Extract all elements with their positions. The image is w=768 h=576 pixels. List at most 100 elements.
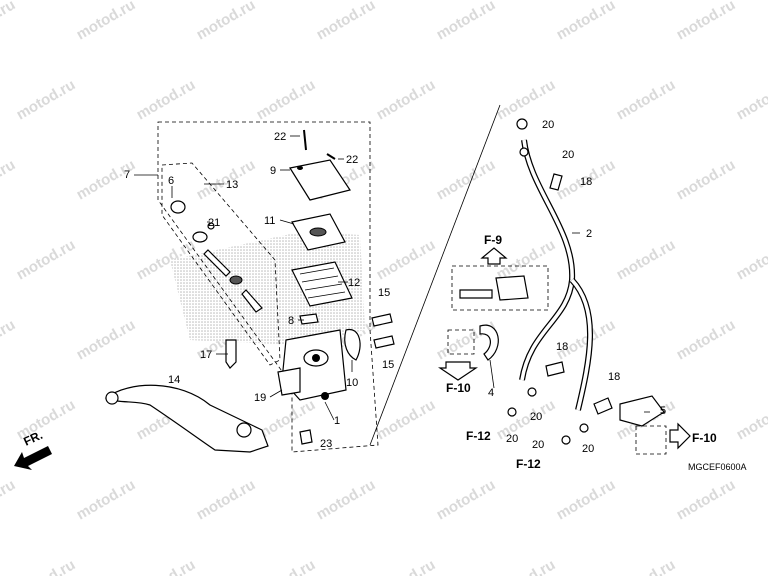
clamp-4	[479, 324, 499, 361]
watermark-text: motod.ru	[14, 76, 79, 123]
piston-set	[170, 200, 263, 313]
bracket-box	[635, 425, 667, 455]
label-17: 17	[200, 349, 212, 361]
watermark-text: motod.ru	[194, 476, 259, 523]
washer-20a	[507, 407, 517, 417]
brake-hose	[516, 118, 593, 411]
watermark-text: motod.ru	[14, 236, 79, 283]
label-5: 5	[660, 405, 666, 417]
watermark-text: motod.ru	[374, 236, 439, 283]
watermark-text: motod.ru	[734, 236, 768, 283]
watermark-text: motod.ru	[0, 0, 18, 43]
label-6: 6	[168, 175, 174, 187]
watermark-text: motod.ru	[374, 556, 439, 576]
watermark-text: motod.ru	[614, 556, 679, 576]
label-11: 11	[264, 215, 275, 227]
label-20b: 20	[562, 149, 574, 161]
label-18b: 18	[556, 341, 568, 353]
label-20d: 20	[530, 411, 542, 423]
bracket-5	[619, 395, 665, 427]
label-1: 1	[334, 415, 340, 427]
label-20f: 20	[582, 443, 594, 455]
label-13: 13	[226, 179, 238, 191]
clamp4-box	[447, 329, 475, 355]
leader-lines	[134, 135, 650, 421]
watermark-text: motod.ru	[674, 476, 739, 523]
diagram-code: MGCEF0600A	[688, 462, 747, 472]
label-15a: 15	[378, 287, 390, 299]
watermark-text: motod.ru	[0, 316, 18, 363]
watermark-text: motod.ru	[194, 0, 259, 43]
watermark-text: motod.ru	[374, 396, 439, 443]
label-8: 8	[288, 315, 294, 327]
watermark-text: motod.ru	[434, 476, 499, 523]
label-14: 14	[168, 374, 180, 386]
ref-f10b: F-10	[692, 431, 717, 445]
label-7: 7	[124, 169, 130, 181]
watermark-text: motod.ru	[74, 0, 139, 43]
watermark-text: motod.ru	[434, 156, 499, 203]
hose-clamp	[459, 275, 529, 301]
watermark-text: motod.ru	[74, 476, 139, 523]
watermark-text: motod.ru	[0, 476, 18, 523]
label-20a: 20	[542, 119, 554, 131]
watermark-text: motod.ru	[374, 76, 439, 123]
sub-assembly-frame	[161, 162, 281, 366]
switch	[299, 313, 319, 325]
watermark-text: motod.ru	[734, 556, 768, 576]
watermark-text: motod.ru	[254, 556, 319, 576]
label-18c: 18	[608, 371, 620, 383]
label-23: 23	[320, 438, 332, 450]
pivot-bolt	[225, 339, 237, 369]
watermark-text: motod.ru	[614, 236, 679, 283]
watermark-text: motod.ru	[614, 76, 679, 123]
watermark-text: motod.ru	[14, 556, 79, 576]
watermark-text: motod.ru	[494, 236, 559, 283]
brake-lever	[104, 384, 269, 453]
watermark-text: motod.ru	[494, 556, 559, 576]
label-12: 12	[348, 277, 360, 289]
watermark-text: motod.ru	[0, 156, 18, 203]
watermark-text: motod.ru	[734, 396, 768, 443]
watermark-text: motod.ru	[434, 0, 499, 43]
watermark-text: motod.ru	[554, 0, 619, 43]
label-21: 21	[208, 217, 220, 229]
screw-22	[303, 129, 336, 160]
label-20c: 20	[506, 433, 518, 445]
watermark-text: motod.ru	[734, 76, 768, 123]
ref-f9: F-9	[484, 233, 502, 247]
watermark-text: motod.ru	[134, 556, 199, 576]
label-2: 2	[586, 228, 592, 240]
reservoir-cap	[289, 159, 351, 201]
watermark-text: motod.ru	[74, 316, 139, 363]
watermark-text: motod.ru	[554, 476, 619, 523]
diaphragm	[291, 261, 353, 307]
label-4: 4	[488, 387, 494, 399]
ref-f10a: F-10	[446, 381, 471, 395]
watermark-text: motod.ru	[314, 476, 379, 523]
screw-15b	[373, 335, 395, 349]
ref-f12b: F-12	[516, 457, 541, 471]
arrow-f10a	[438, 361, 478, 381]
boot	[344, 328, 361, 361]
watermark-text: motod.ru	[674, 316, 739, 363]
label-18a: 18	[580, 176, 592, 188]
diaphragm-plate	[291, 213, 346, 251]
label-9: 9	[270, 165, 276, 177]
ref-f12a: F-12	[466, 429, 491, 443]
label-15b: 15	[382, 359, 394, 371]
watermark-text: motod.ru	[674, 156, 739, 203]
screw-15a	[371, 313, 393, 327]
label-20e: 20	[532, 439, 544, 451]
washer-20c	[561, 435, 571, 445]
arrow-f9	[480, 247, 508, 265]
leader-to-hose	[369, 104, 501, 446]
watermark-text: motod.ru	[674, 0, 739, 43]
watermark-text: motod.ru	[254, 76, 319, 123]
master-cylinder-body	[277, 329, 347, 401]
washer-20b	[527, 387, 537, 397]
label-19: 19	[254, 392, 266, 404]
assembly-frame	[157, 121, 379, 453]
screw-23	[299, 429, 313, 445]
